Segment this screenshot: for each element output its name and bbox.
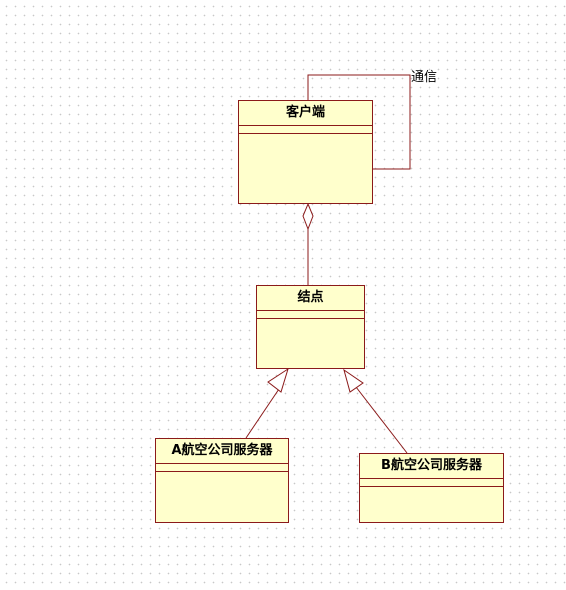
attributes-compartment <box>257 310 364 318</box>
operations-compartment <box>257 318 364 368</box>
attributes-compartment <box>156 463 288 471</box>
association-label: 通信 <box>411 70 438 85</box>
class-name: 结点 <box>297 290 324 305</box>
attributes-compartment <box>360 478 503 486</box>
aggregation-diamond <box>302 202 314 231</box>
class-name: A航空公司服务器 <box>171 443 273 458</box>
generalization-line-b[interactable] <box>355 386 408 454</box>
class-server-b[interactable]: B航空公司服务器 <box>359 453 504 523</box>
generalization-line-a[interactable] <box>245 385 282 439</box>
attributes-compartment <box>239 125 372 133</box>
operations-compartment <box>239 133 372 203</box>
class-name: 客户端 <box>285 105 325 120</box>
generalization-arrowhead-b <box>343 368 364 393</box>
operations-compartment <box>360 486 503 522</box>
operations-compartment <box>156 471 288 522</box>
class-name: B航空公司服务器 <box>381 458 482 473</box>
class-server-a[interactable]: A航空公司服务器 <box>155 438 289 523</box>
generalization-arrowhead-a <box>267 367 289 393</box>
class-node[interactable]: 结点 <box>256 285 365 369</box>
class-client[interactable]: 客户端 <box>238 100 373 204</box>
